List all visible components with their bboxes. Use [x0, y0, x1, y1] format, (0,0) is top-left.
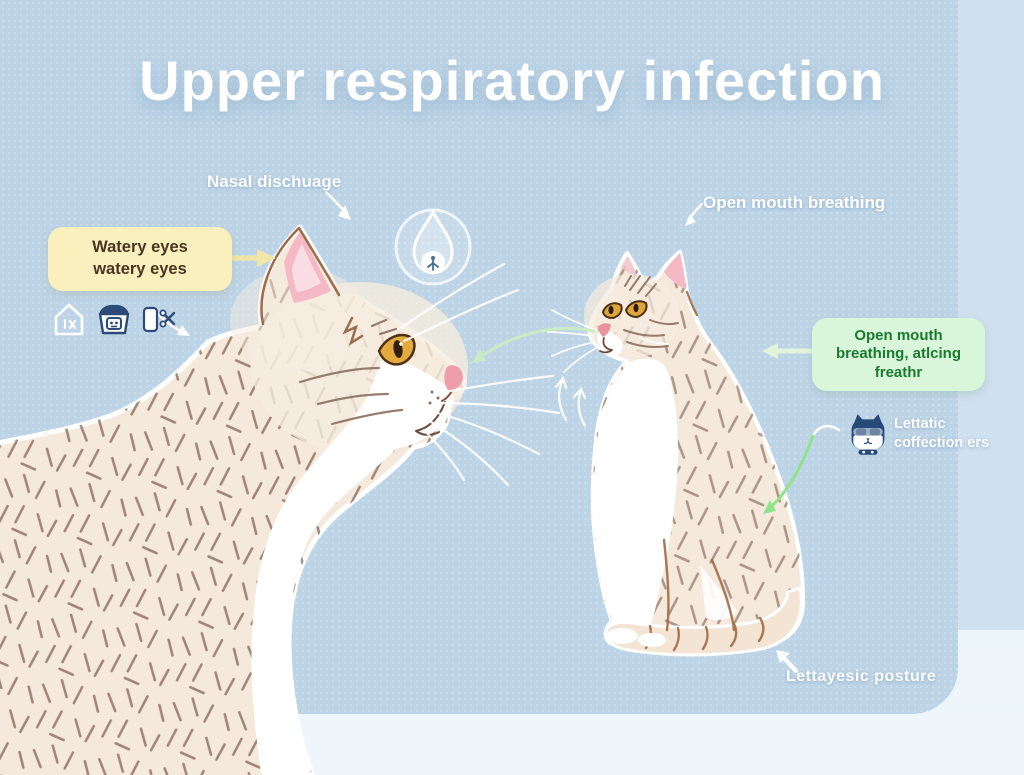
background-right-strip	[958, 0, 1024, 630]
posture-label: Lettayesic posture	[786, 668, 937, 685]
scissors-card-icon	[142, 304, 176, 340]
nasal-discharge-label: Nasal dischuage	[207, 172, 342, 191]
left-cat-illustration	[0, 227, 561, 775]
carrier-box-icon	[95, 301, 133, 343]
arrow-watery-eyes	[230, 249, 276, 267]
symptom-icon-row	[52, 301, 176, 343]
watery-eyes-line1: Watery eyes	[92, 238, 188, 257]
open-mouth-callout: Open mouth breathing, atlcing freathr	[812, 318, 985, 391]
arrow-icon-row	[156, 312, 190, 336]
arrow-transmission-green	[472, 327, 596, 363]
arrow-lethargic	[763, 424, 841, 514]
arrow-open-mouth	[685, 202, 704, 226]
watery-eyes-line2: watery eyes	[93, 260, 187, 278]
lethargic-label: Lettatic coffection ers	[894, 415, 1004, 453]
open-mouth-line1: Open mouth	[854, 326, 943, 344]
water-drop-icon	[394, 208, 472, 286]
arrow-breathing-up	[554, 375, 587, 428]
arrow-green-box	[762, 343, 815, 359]
arrow-posture	[776, 650, 799, 674]
open-mouth-line2: breathing, atlcing	[835, 345, 961, 363]
lethargic-line1: Lettatic	[894, 416, 946, 432]
open-mouth-line3: freathr	[874, 363, 923, 381]
house-icon	[52, 301, 86, 343]
arrow-nasal-discharge	[324, 190, 351, 220]
page-title: Upper respiratory infection	[139, 49, 885, 112]
open-mouth-label: Open mouth breathing	[703, 193, 886, 212]
right-cat-illustration	[547, 250, 806, 657]
watery-eyes-callout: Watery eyes watery eyes	[48, 227, 232, 291]
lethargic-line2: coffection ers	[894, 434, 990, 451]
cat-face-icon	[849, 411, 887, 462]
